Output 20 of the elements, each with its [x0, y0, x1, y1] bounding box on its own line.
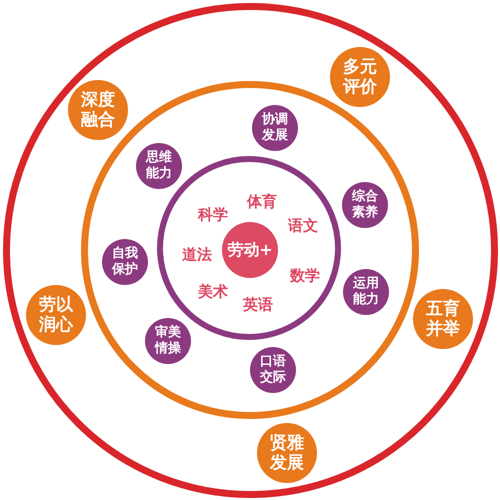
theme-circle: 多元评价 — [330, 47, 390, 107]
skill-circle: 运用能力 — [342, 268, 389, 315]
theme-circle: 贤雅发展 — [256, 423, 317, 483]
theme-circle: 五育并举 — [413, 289, 473, 349]
subject-label: 体育 — [247, 194, 277, 210]
theme-circle: 深度融合 — [68, 80, 128, 140]
skill-circle: 口语交际 — [250, 346, 296, 393]
subject-label: 数学 — [290, 268, 320, 284]
subject-label: 英语 — [243, 298, 273, 312]
center-circle: 劳动+ — [222, 222, 278, 278]
subject-label: 语文 — [288, 218, 318, 234]
subject-label: 道法 — [182, 248, 212, 262]
skill-circle: 自我保护 — [102, 238, 148, 285]
skill-circle: 协调发展 — [252, 105, 298, 151]
skill-circle: 综合素养 — [342, 182, 388, 228]
subject-label: 科学 — [198, 208, 228, 222]
subject-label: 美术 — [198, 284, 228, 300]
skill-circle: 审美情操 — [144, 318, 191, 364]
skill-circle: 思维能力 — [136, 143, 182, 189]
theme-circle: 劳以润心 — [26, 285, 86, 345]
